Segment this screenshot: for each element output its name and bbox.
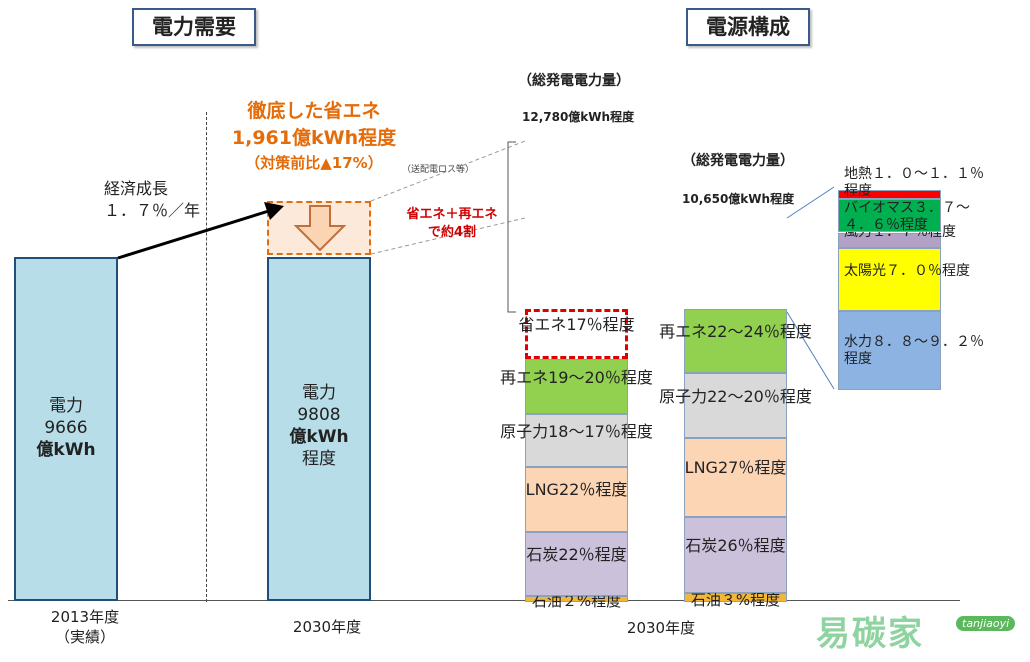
breakdown-segment bbox=[838, 247, 941, 311]
stack-segment bbox=[684, 437, 787, 518]
down-arrow-icon bbox=[293, 205, 347, 252]
stack-segment bbox=[525, 414, 628, 468]
stack-segment bbox=[684, 517, 787, 594]
breakdown-segment-label: 水力８．８～９．２％程度 bbox=[844, 334, 984, 368]
bar-2013-demand bbox=[14, 257, 118, 601]
x-label-2030-supply: 2030年度 bbox=[626, 619, 696, 637]
watermark-logo: 易碳家 bbox=[816, 614, 924, 654]
breakdown-segment bbox=[838, 232, 941, 248]
breakdown-segment bbox=[838, 199, 941, 233]
stack-segment-label: 原子力18～17％程度 bbox=[500, 421, 653, 441]
stack-segment-label: LNG27％程度 bbox=[684, 458, 787, 478]
col1-header: （総発電電力量） bbox=[518, 73, 630, 89]
stack-segment bbox=[525, 531, 628, 597]
stack-segment bbox=[525, 596, 628, 602]
col1-total: 12,780億kWh程度 bbox=[522, 110, 635, 124]
x-label-2013: 2013年度 （実績） bbox=[50, 608, 120, 646]
header-power-source-mix: 電源構成 bbox=[686, 8, 810, 46]
col2-header: （総発電電力量） bbox=[682, 153, 794, 169]
stack-segment-label: 石油３%程度 bbox=[690, 590, 781, 609]
stack-segment-label: 石炭26％程度 bbox=[685, 536, 786, 556]
x-axis-baseline bbox=[8, 600, 960, 601]
header-power-demand: 電力需要 bbox=[132, 8, 256, 46]
growth-label: 経済成長 １．７％／年 bbox=[104, 179, 201, 220]
stack-segment-label: LNG22％程度 bbox=[525, 480, 628, 500]
stack-segment bbox=[525, 467, 628, 532]
stack-segment-label: 省エネ17％程度 bbox=[518, 314, 635, 334]
breakdown-segment-label: 太陽光７．０％程度 bbox=[844, 263, 970, 280]
stack-segment bbox=[684, 593, 787, 602]
transmission-loss-note: （送配電ロス等） bbox=[402, 165, 475, 175]
demand-divider bbox=[206, 112, 207, 602]
stack-segment-label: 再エネ22～24％程度 bbox=[659, 322, 812, 342]
stack-segment bbox=[684, 373, 787, 438]
breakdown-segment bbox=[838, 310, 941, 390]
stack-segment-label: 石炭22％程度 bbox=[526, 544, 627, 564]
col2-total: 10,650億kWh程度 bbox=[682, 192, 795, 206]
stack-segment bbox=[525, 358, 628, 415]
breakdown-segment-label: 地熱１．０～１．１％程度 bbox=[844, 166, 984, 200]
growth-arrow-icon bbox=[117, 202, 284, 260]
watermark-domain: tanjiaoyi bbox=[956, 616, 1016, 631]
bar-2030-demand bbox=[267, 257, 371, 601]
bar-2030-label: 電力 9808 億kWh 程度 bbox=[289, 383, 349, 469]
stack-segment-label: 石油２%程度 bbox=[531, 592, 622, 611]
stack-segment-label: 原子力22～20％程度 bbox=[659, 386, 812, 406]
stack-segment bbox=[684, 309, 787, 374]
stack-segment bbox=[525, 309, 628, 359]
breakdown-segment bbox=[838, 190, 941, 200]
breakdown-segment-label: バイオマス３．７～４．６％程度 bbox=[844, 199, 970, 233]
combined-share-note: 省エネ＋再エネ で約4割 bbox=[406, 207, 498, 240]
stack-segment-label: 再エネ19～20％程度 bbox=[500, 367, 653, 387]
bar-2013-label: 電力 9666 億kWh bbox=[36, 396, 96, 460]
energy-saving-title: 徹底した省エネ 1,961億kWh程度 （対策前比▲17%） bbox=[231, 100, 397, 172]
x-label-2030-demand: 2030年度 bbox=[292, 618, 362, 636]
